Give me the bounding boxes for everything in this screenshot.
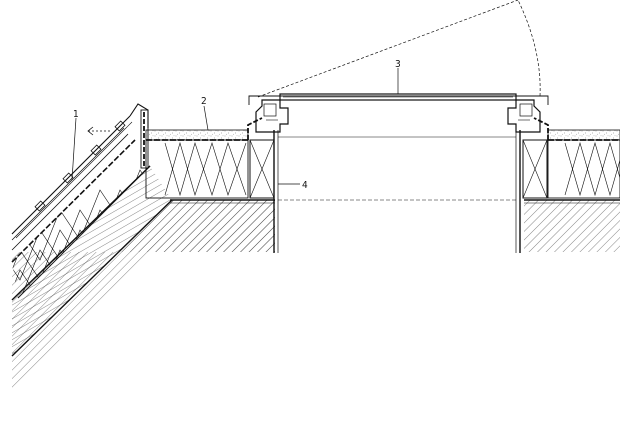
dimension-bracket bbox=[248, 95, 549, 105]
label-3: 3 bbox=[395, 59, 401, 70]
label-1: 1 bbox=[73, 109, 79, 120]
pitched-roof bbox=[11, 103, 173, 357]
leaders bbox=[71, 68, 399, 185]
flat-roof-right bbox=[524, 129, 620, 252]
concrete-deck-right bbox=[524, 200, 620, 252]
slope-deck bbox=[12, 166, 172, 356]
screed-right bbox=[547, 129, 620, 141]
upstand-right bbox=[522, 139, 548, 199]
skylight-frame bbox=[248, 0, 549, 133]
leader-1 bbox=[71, 117, 77, 181]
kerb-post bbox=[140, 109, 149, 169]
opening-line bbox=[257, 0, 519, 98]
concrete-deck-left-lower bbox=[12, 200, 275, 388]
leader-2 bbox=[203, 105, 209, 131]
frame-right bbox=[507, 99, 541, 133]
frame-left bbox=[255, 99, 289, 133]
label-4: 4 bbox=[302, 180, 308, 191]
opening-arc bbox=[517, 0, 541, 97]
screed-left bbox=[145, 129, 249, 141]
skylight-shaft bbox=[247, 117, 549, 253]
insulation-right bbox=[547, 139, 620, 199]
ridge-flashing bbox=[129, 103, 149, 128]
label-2: 2 bbox=[201, 96, 207, 107]
flat-roof-left bbox=[12, 129, 275, 388]
